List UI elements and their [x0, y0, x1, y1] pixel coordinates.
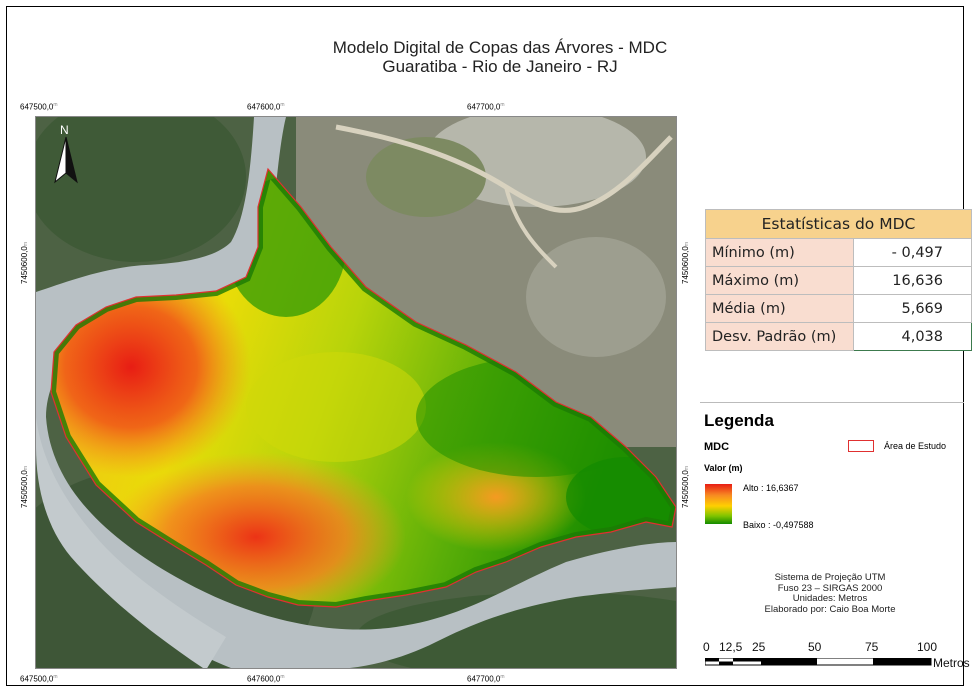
stats-label: Máximo (m)	[705, 266, 854, 295]
legend-layer-name: MDC	[704, 441, 730, 453]
map-title: Modelo Digital de Copas das Árvores - MD…	[250, 38, 750, 76]
stats-row-mean: Média (m) 5,669	[705, 294, 972, 323]
north-label: N	[60, 123, 69, 137]
grid-label-left-1: 7450600,0m	[20, 242, 29, 284]
projection-info: Sistema de Projeção UTM Fuso 23 – SIRGAS…	[740, 572, 920, 615]
legend-high-label: Alto : 16,6367	[743, 483, 799, 493]
dirt-road	[335, 124, 673, 213]
grid-label-bottom-1: 647500,0m	[20, 674, 58, 684]
stats-row-max: Máximo (m) 16,636	[705, 266, 972, 295]
projection-line-1: Sistema de Projeção UTM	[774, 572, 886, 583]
study-area-swatch	[848, 440, 874, 452]
stats-header: Estatísticas do MDC	[705, 209, 972, 239]
title-line-2: Guaratiba - Rio de Janeiro - RJ	[382, 57, 618, 76]
mangrove-southeast	[356, 592, 676, 668]
clearing-east	[526, 237, 666, 357]
scale-tick-label: 12,5	[719, 640, 743, 654]
scale-bar-graphic	[705, 658, 932, 666]
grid-label-left-2: 7450500,0m	[20, 466, 29, 508]
stats-value: 16,636	[852, 266, 972, 295]
study-area-outline	[50, 167, 676, 608]
stats-value: 5,669	[852, 294, 972, 323]
mangrove-northwest	[36, 117, 246, 262]
projection-line-3: Unidades: Metros	[792, 593, 868, 604]
grid-label-right-1: 7450600,0m	[681, 242, 690, 284]
projection-line-2: Fuso 23 – SIRGAS 2000	[777, 582, 883, 594]
stats-row-min: Mínimo (m) - 0,497	[705, 238, 972, 267]
map-svg: N	[36, 117, 676, 668]
grid-label-bottom-3: 647700,0m	[467, 674, 505, 684]
legend: Legenda MDC Área de Estudo Valor (m) Alt…	[700, 402, 964, 553]
dirt-road-branch	[504, 186, 558, 269]
study-area-label: Área de Estudo	[884, 441, 947, 451]
stats-label: Desv. Padrão (m)	[705, 322, 854, 351]
grid-label-top-1: 647500,0m	[20, 102, 58, 112]
stats-value: 4,038	[852, 322, 972, 351]
scale-tick-label: 75	[865, 640, 879, 654]
stats-value: - 0,497	[852, 238, 972, 267]
grid-label-top-2: 647600,0m	[247, 102, 285, 112]
scale-tick-label: 25	[752, 640, 766, 654]
scale-tick-label: 100	[917, 640, 938, 654]
scale-tick-label: 0	[703, 640, 710, 654]
stats-table: Estatísticas do MDC Mínimo (m) - 0,497 M…	[705, 209, 972, 351]
legend-value-label: Valor (m)	[704, 463, 743, 473]
north-arrow-icon: N	[54, 123, 78, 184]
color-ramp	[705, 484, 732, 524]
stats-label: Média (m)	[705, 294, 854, 323]
grid-label-top-3: 647700,0m	[467, 102, 505, 112]
grid-label-right-2: 7450500,0m	[681, 466, 690, 508]
river-bank	[36, 417, 226, 668]
legend-title: Legenda	[704, 411, 774, 430]
legend-low-label: Baixo : -0,497588	[743, 520, 814, 530]
scale-tick-label: 50	[808, 640, 822, 654]
stats-row-stddev: Desv. Padrão (m) 4,038	[705, 322, 972, 351]
projection-line-4: Elaborado por: Caio Boa Morte	[764, 603, 896, 615]
title-line-1: Modelo Digital de Copas das Árvores - MD…	[332, 38, 668, 57]
map-canvas[interactable]: N	[35, 116, 677, 669]
vegetation-patch	[366, 137, 486, 217]
scale-unit: Metros	[933, 656, 970, 670]
stats-label: Mínimo (m)	[705, 238, 854, 267]
grid-label-bottom-2: 647600,0m	[247, 674, 285, 684]
